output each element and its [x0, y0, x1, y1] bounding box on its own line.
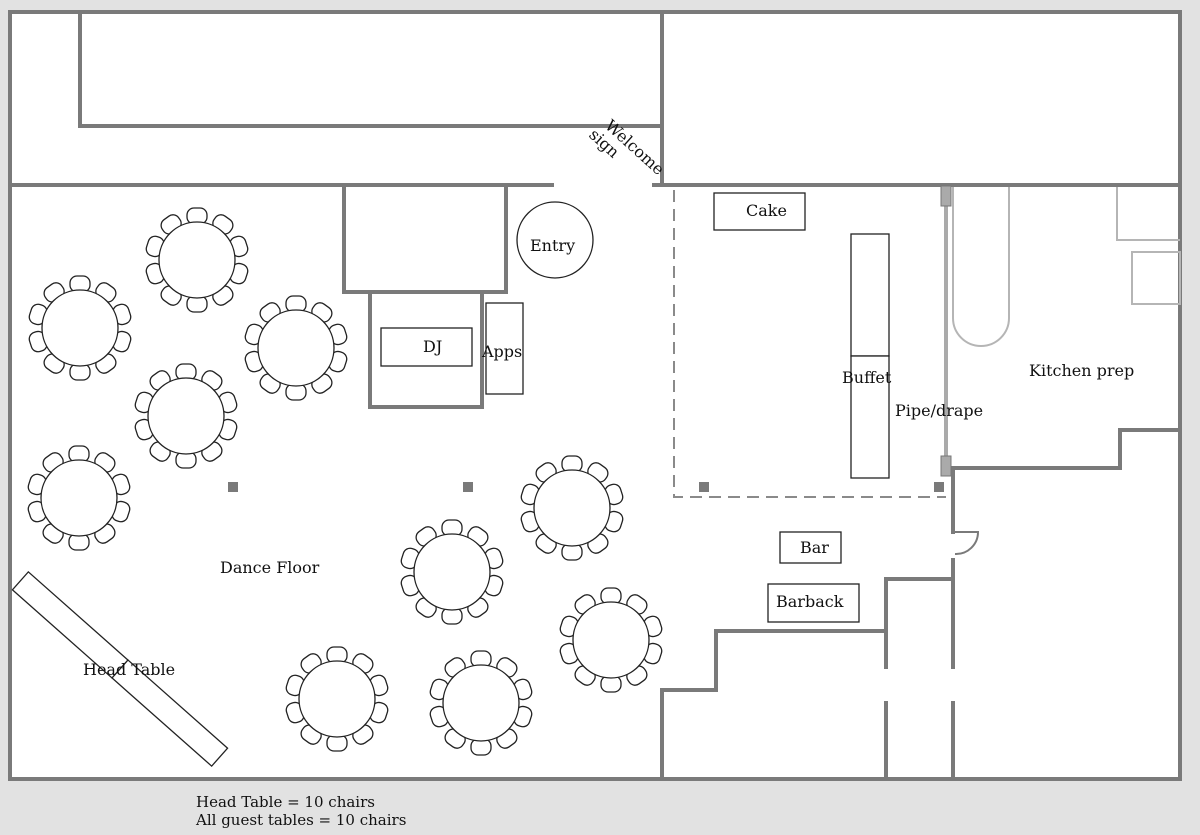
entry-marker: [516, 201, 594, 279]
guest-table: [145, 207, 249, 313]
post-marker: [228, 482, 238, 492]
buffet-table-bottom: [850, 355, 890, 479]
buffet-label: Buffet: [842, 368, 892, 387]
round-table: [442, 664, 520, 742]
barback-label: Barback: [776, 592, 844, 611]
round-table: [572, 601, 650, 679]
cake-label: Cake: [746, 201, 787, 220]
round-table: [298, 660, 376, 738]
guest-table: [244, 295, 348, 401]
pipe-drape-divider: [940, 185, 952, 477]
guest-table: [429, 650, 533, 756]
guest-table: [134, 363, 238, 469]
bar: [779, 531, 842, 564]
kitchen-shelf: [1131, 251, 1181, 305]
kitchen-counter: [1116, 187, 1180, 241]
door-swing: [954, 531, 980, 556]
cake-table: [713, 192, 806, 231]
dj-label: DJ: [423, 337, 442, 356]
note-head-table: Head Table = 10 chairs: [196, 793, 375, 811]
bar-label: Bar: [800, 538, 829, 557]
dance-floor-label: Dance Floor: [220, 558, 320, 577]
buffet-table-top: [850, 233, 890, 357]
post-marker: [463, 482, 473, 492]
head-table-label: Head Table: [83, 660, 175, 679]
post-marker: [934, 482, 944, 492]
apps-label: Apps: [481, 342, 522, 361]
barback: [767, 583, 860, 623]
kitchen-fixture: [952, 187, 1010, 347]
guest-table: [28, 275, 132, 381]
round-table: [158, 221, 236, 299]
round-table: [257, 309, 335, 387]
round-table: [40, 459, 118, 537]
guest-tables: [27, 207, 663, 756]
dj-booth: [380, 327, 473, 367]
guest-table: [520, 455, 624, 561]
guest-table: [400, 519, 504, 625]
round-table: [41, 289, 119, 367]
kitchen-prep-label: Kitchen prep: [1029, 361, 1134, 380]
pipe-drape-label: Pipe/drape: [895, 401, 983, 420]
guest-table: [27, 445, 131, 551]
post-marker: [699, 482, 709, 492]
apps-station: [485, 302, 524, 395]
guest-table: [559, 587, 663, 693]
entry-label: Entry: [530, 236, 575, 255]
round-table: [533, 469, 611, 547]
head-table: [11, 570, 229, 768]
round-table: [147, 377, 225, 455]
dashed-zone-boundary: [673, 190, 946, 498]
guest-table: [285, 646, 389, 752]
walls: [8, 10, 1182, 781]
round-table: [413, 533, 491, 611]
note-guest-tables: All guest tables = 10 chairs: [196, 811, 407, 829]
notes: Head Table = 10 chairs All guest tables …: [196, 793, 406, 829]
